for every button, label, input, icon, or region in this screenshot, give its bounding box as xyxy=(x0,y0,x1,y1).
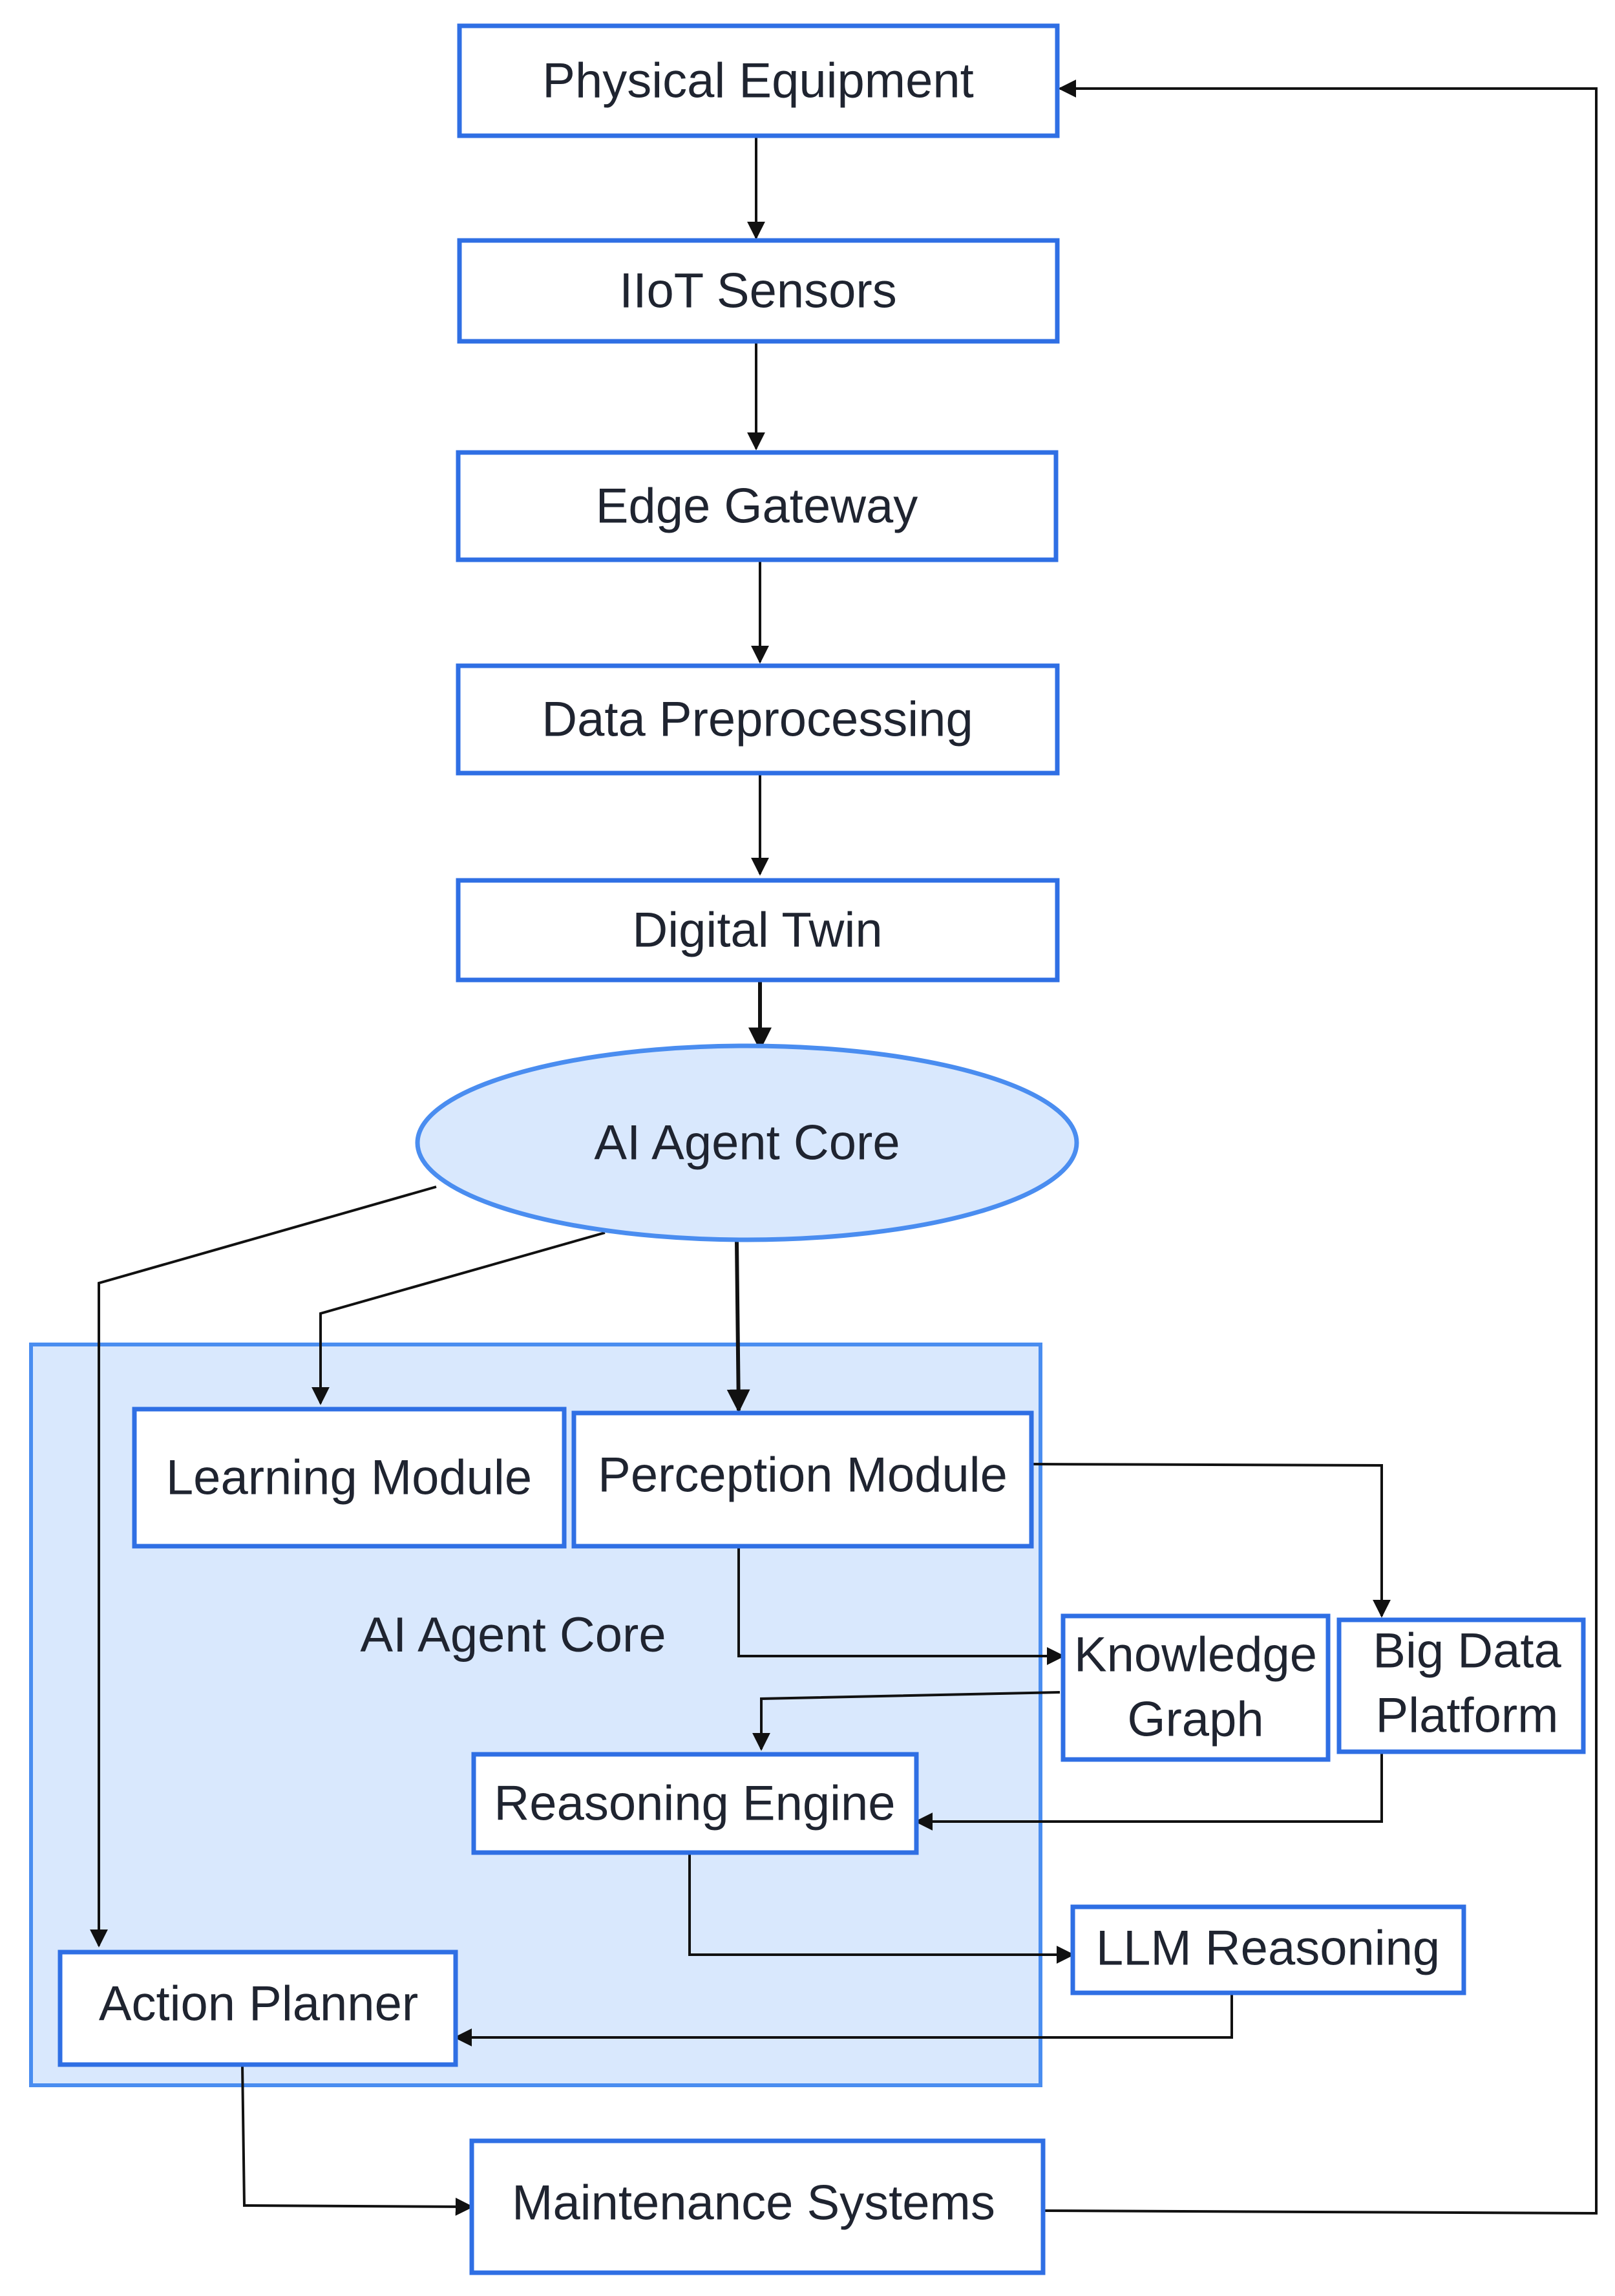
edge-perception-to-bigdata xyxy=(1031,1463,1391,1618)
perception-module-box xyxy=(571,1410,1034,1549)
maintenance-systems-label: Maintenance Systems xyxy=(512,2176,995,2231)
edges xyxy=(90,80,1598,2216)
action-planner-box xyxy=(58,1950,458,2067)
edge-gateway-box xyxy=(456,450,1059,562)
physical-equipment-box xyxy=(457,23,1060,138)
edge-reasoning-to-llm xyxy=(688,1853,1075,1964)
learning-module-box xyxy=(132,1407,567,1549)
maintenance-systems-box xyxy=(469,2138,1046,2275)
iiot-sensors-label: IIoT Sensors xyxy=(619,264,896,319)
perception-module-label: Perception Module xyxy=(598,1448,1008,1503)
data-preprocessing-label: Data Preprocessing xyxy=(542,692,973,747)
llm-reasoning-label: LLM Reasoning xyxy=(1096,1921,1440,1976)
learning-module-label: Learning Module xyxy=(166,1451,532,1505)
knowledge-graph-box xyxy=(1061,1613,1331,1762)
ai-agent-core-label: AI Agent Core xyxy=(594,1116,900,1171)
digital-twin-label: Digital Twin xyxy=(632,903,882,958)
edge-knowledge-to-reasoning xyxy=(752,1691,1061,1751)
edge-core-to-action-planner xyxy=(90,1185,437,1948)
edge-action-planner-to-maintenance xyxy=(241,2064,474,2216)
edge-perception-to-knowledge xyxy=(737,1546,1065,1665)
edge-bigdata-to-reasoning xyxy=(914,1752,1383,1831)
iiot-sensors-box xyxy=(457,238,1060,344)
edge-core-to-learning xyxy=(311,1231,606,1405)
action-planner-label: Action Planner xyxy=(99,1977,418,2032)
edge-core-to-perception xyxy=(726,1240,750,1413)
ai-agent-core-group-label: AI Agent Core xyxy=(360,1608,666,1663)
llm-reasoning-box xyxy=(1070,1904,1466,1995)
edge-maintenance-to-physical xyxy=(1042,80,1598,2215)
reasoning-engine-box xyxy=(471,1752,919,1855)
data-preprocessing-box xyxy=(456,663,1060,776)
ai-agent-core-node xyxy=(415,1043,1079,1242)
big-data-platform-label-line2: Platform xyxy=(1376,1688,1559,1743)
edge-llm-to-action-planner xyxy=(454,1993,1233,2046)
edge-gateway-label: Edge Gateway xyxy=(596,479,918,534)
reasoning-engine-label: Reasoning Engine xyxy=(494,1776,895,1831)
knowledge-graph-label-line2: Graph xyxy=(1127,1692,1263,1747)
digital-twin-box xyxy=(456,878,1060,983)
physical-equipment-label: Physical Equipment xyxy=(542,54,973,109)
knowledge-graph-label-line1: Knowledge xyxy=(1074,1628,1317,1683)
big-data-platform-label-line1: Big Data xyxy=(1373,1624,1561,1679)
big-data-platform-box xyxy=(1336,1617,1586,1754)
